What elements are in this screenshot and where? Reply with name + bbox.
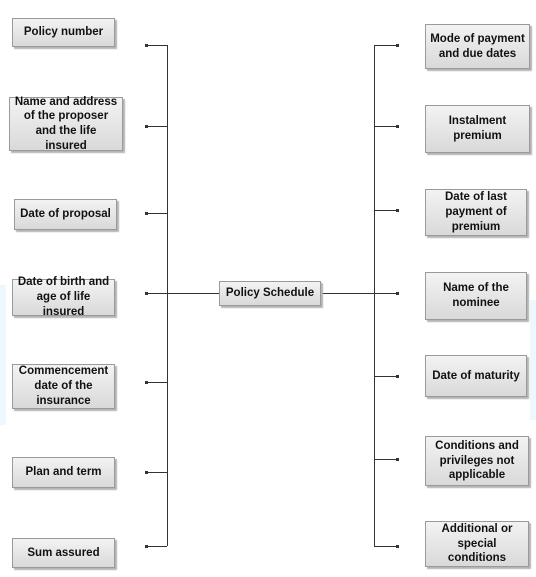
right-branch-connector <box>374 546 398 547</box>
right-box-additional-conditions: Additional or special conditions <box>425 521 529 567</box>
center-left-connector <box>147 293 219 294</box>
left-box-commencement-date: Commencement date of the insurance <box>12 364 115 409</box>
center-right-connector <box>321 293 398 294</box>
left-branch-connector <box>147 213 167 214</box>
right-label-date-of-maturity: Date of maturity <box>432 369 520 382</box>
watermark-edge-right <box>530 300 536 420</box>
center-box-policy-schedule: Policy Schedule <box>219 281 321 306</box>
left-branch-connector <box>147 546 167 547</box>
right-box-instalment-premium: Instalment premium <box>425 105 530 153</box>
right-branch-arrow-tip <box>396 375 399 378</box>
left-branch-connector <box>147 126 167 127</box>
right-branch-connector <box>374 376 398 377</box>
left-branch-arrow-tip <box>145 44 148 47</box>
left-branch-arrow-tip <box>145 292 148 295</box>
right-label-instalment-premium: Instalment premium <box>448 115 507 142</box>
left-box-policy-number: Policy number <box>12 18 115 47</box>
right-branch-arrow-tip <box>396 125 399 128</box>
left-branch-arrow-tip <box>145 212 148 215</box>
left-branch-arrow-tip <box>145 381 148 384</box>
left-branch-connector <box>147 45 167 46</box>
left-branch-connector <box>147 293 167 294</box>
watermark-edge-left <box>0 285 6 425</box>
right-branch-arrow-tip <box>396 44 399 47</box>
left-box-name-and-address: Name and address of the proposer and the… <box>9 95 123 152</box>
left-label-commencement-date: Commencement date of the insurance <box>18 365 109 407</box>
left-branch-arrow-tip <box>145 125 148 128</box>
left-box-date-of-proposal: Date of proposal <box>14 199 117 230</box>
right-label-conditions-and-privileges: Conditions and privileges not applicable <box>435 439 519 482</box>
left-box-date-of-birth: Date of birth and age of life insured <box>12 276 115 318</box>
left-label-plan-and-term: Plan and term <box>25 466 102 479</box>
left-label-name-and-address: Name and address of the proposer and the… <box>14 95 118 152</box>
left-trunk-line <box>167 45 168 546</box>
right-box-date-of-maturity: Date of maturity <box>425 355 527 397</box>
right-branch-connector <box>374 210 398 211</box>
right-branch-arrow-tip <box>396 292 399 295</box>
right-branch-connector <box>374 126 398 127</box>
left-branch-connector <box>147 382 167 383</box>
center-label: Policy Schedule <box>225 287 315 300</box>
right-label-name-of-nominee: Name of the nominee <box>443 282 509 309</box>
right-branch-connector <box>374 293 398 294</box>
right-box-name-of-nominee: Name of the nominee <box>425 272 527 320</box>
right-branch-connector <box>374 459 398 460</box>
left-branch-arrow-tip <box>145 471 148 474</box>
right-branch-connector <box>374 45 398 46</box>
left-box-sum-assured: Sum assured <box>12 538 115 568</box>
right-box-mode-of-payment: Mode of payment and due dates <box>425 24 530 69</box>
right-branch-arrow-tip <box>396 545 399 548</box>
left-label-sum-assured: Sum assured <box>27 546 100 559</box>
right-trunk-line <box>374 45 375 546</box>
left-box-plan-and-term: Plan and term <box>12 457 115 488</box>
right-branch-arrow-tip <box>396 458 399 461</box>
left-label-date-of-proposal: Date of proposal <box>20 208 111 221</box>
right-box-conditions-and-privileges: Conditions and privileges not applicable <box>425 436 529 486</box>
right-label-additional-conditions: Additional or special conditions <box>441 522 513 565</box>
right-branch-arrow-tip <box>396 209 399 212</box>
left-label-date-of-birth: Date of birth and age of life insured <box>17 276 110 318</box>
right-label-mode-of-payment: Mode of payment and due dates <box>430 32 525 60</box>
right-box-date-of-last-payment: Date of last payment of premium <box>425 189 527 236</box>
right-label-date-of-last-payment: Date of last payment of premium <box>445 191 507 233</box>
left-branch-connector <box>147 472 167 473</box>
left-label-policy-number: Policy number <box>23 26 104 39</box>
left-branch-arrow-tip <box>145 545 148 548</box>
